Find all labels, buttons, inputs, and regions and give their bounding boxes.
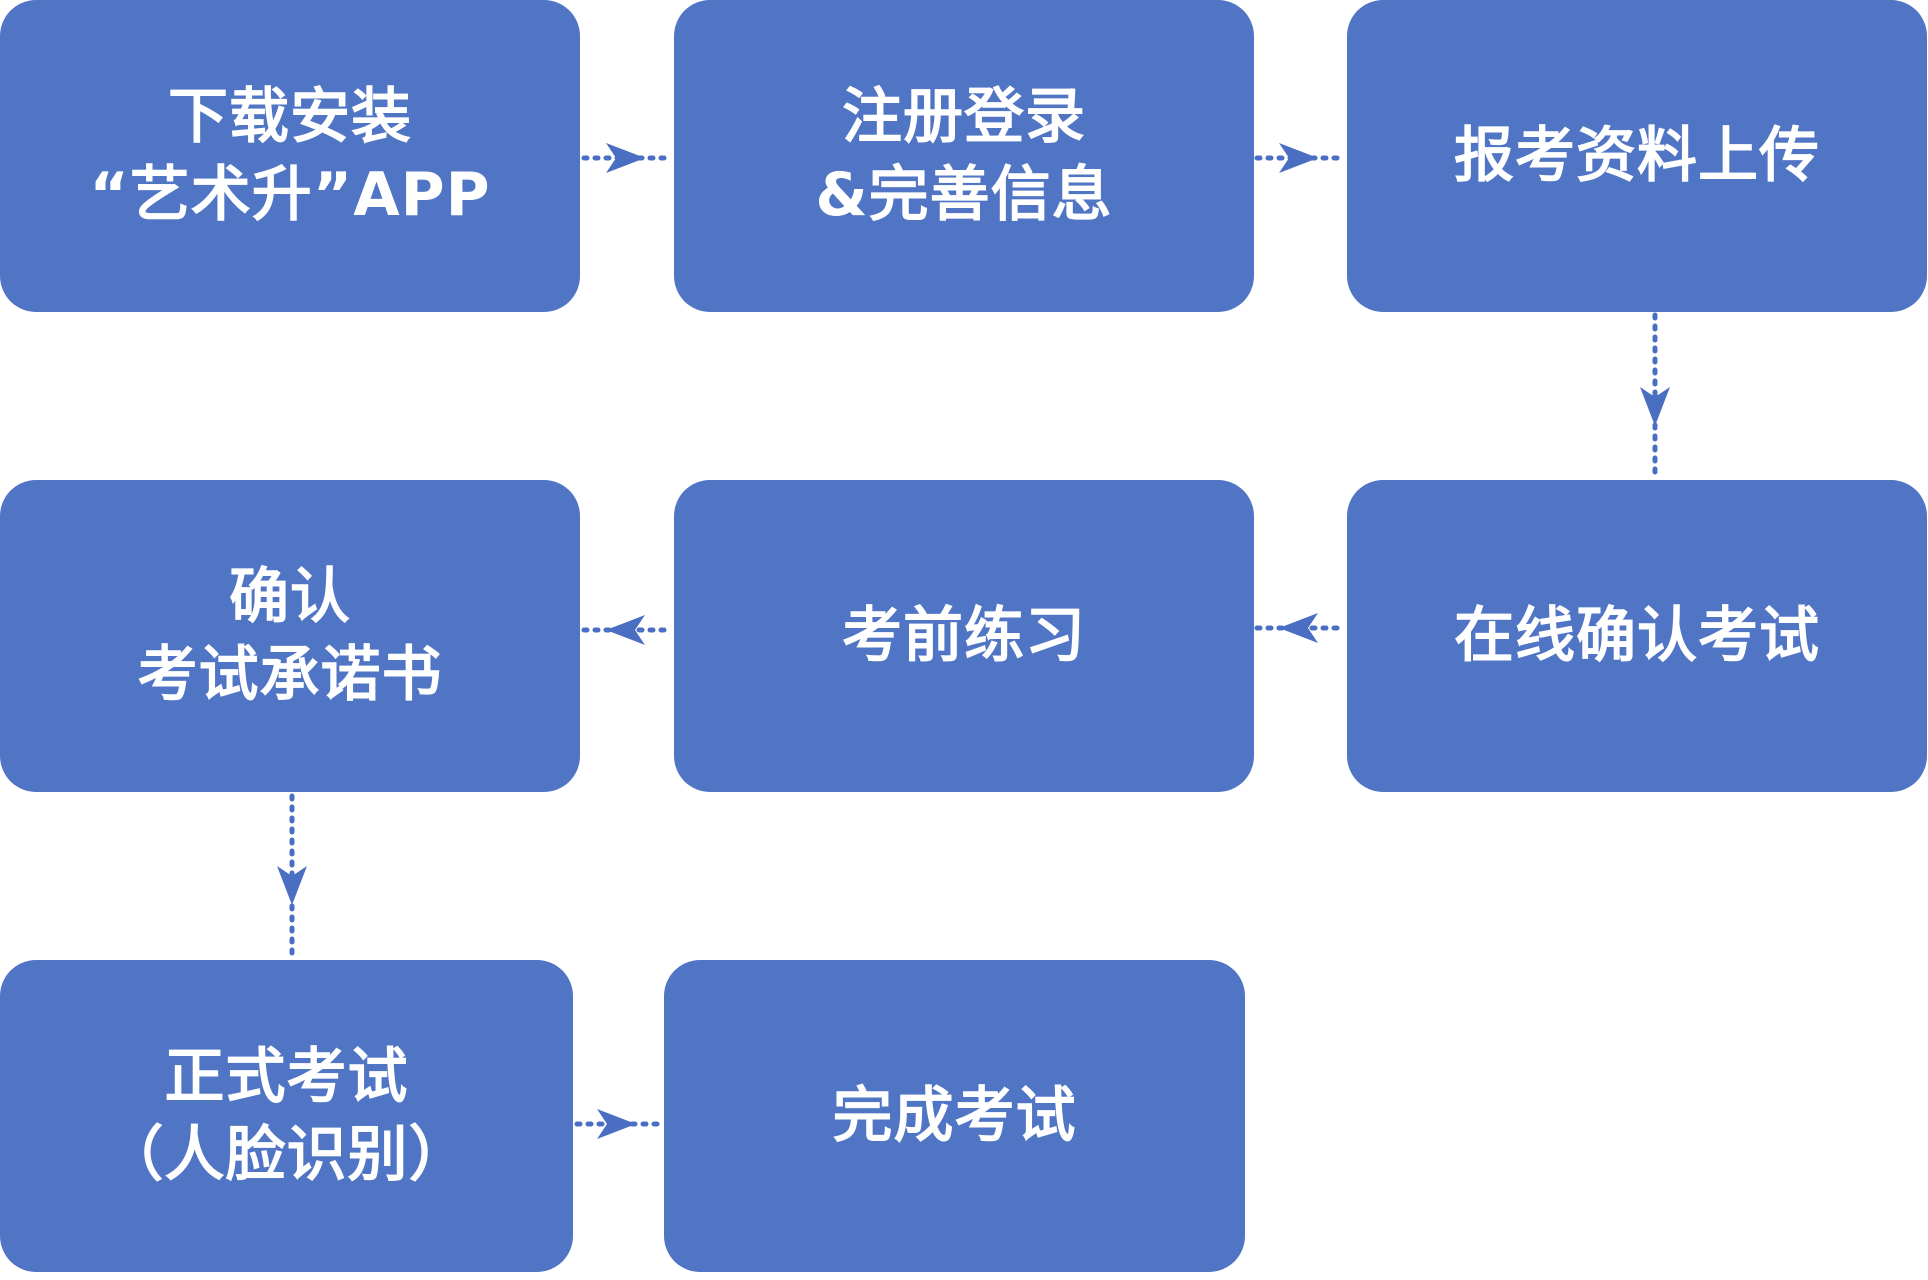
arrow-right-icon	[1279, 143, 1318, 173]
step-label-line: 报考资料上传	[1454, 121, 1820, 191]
step-label-line: 考前练习	[842, 601, 1086, 671]
arrow-down-icon	[277, 866, 307, 905]
connector-arrow-practice-pledge	[581, 615, 674, 645]
step-label-line: 完成考试	[832, 1081, 1077, 1151]
step-box-confirm-online: 在线确认考试	[1347, 480, 1927, 792]
connector-arrow-pledge-formal	[277, 793, 307, 960]
arrow-left-icon	[1279, 613, 1318, 643]
step-box-register: 注册登录 &完善信息	[674, 0, 1254, 312]
step-label-line: “艺术升”APP	[89, 160, 491, 230]
step-box-upload: 报考资料上传	[1347, 0, 1927, 312]
arrow-right-icon	[597, 1109, 636, 1139]
step-label-line: 注册登录	[842, 82, 1086, 152]
step-label-line: 在线确认考试	[1454, 601, 1820, 671]
connector-arrow-upload-confirm	[1640, 312, 1670, 479]
step-box-download: 下载安装 “艺术升”APP	[0, 0, 580, 312]
arrow-right-icon	[606, 143, 645, 173]
connector-arrow-confirm-practice	[1254, 613, 1347, 643]
connector-arrow-download-register	[581, 143, 674, 173]
step-box-complete: 完成考试	[664, 960, 1245, 1272]
connector-arrow-formal-complete	[574, 1109, 664, 1139]
step-box-pledge: 确认 考试承诺书	[0, 480, 580, 792]
arrow-down-icon	[1640, 387, 1670, 426]
arrow-left-icon	[606, 615, 645, 645]
step-box-practice: 考前练习	[674, 480, 1254, 792]
step-label-line: 确认	[229, 562, 351, 632]
connector-arrow-register-upload	[1254, 143, 1347, 173]
step-label-line: 正式考试	[164, 1042, 409, 1112]
step-label-line: 考试承诺书	[137, 640, 443, 710]
step-label-line: 下载安装	[168, 82, 412, 152]
step-label-line: （人脸识别）	[103, 1120, 470, 1190]
step-label-line: &完善信息	[815, 160, 1113, 230]
step-box-formal-exam: 正式考试 （人脸识别）	[0, 960, 573, 1272]
